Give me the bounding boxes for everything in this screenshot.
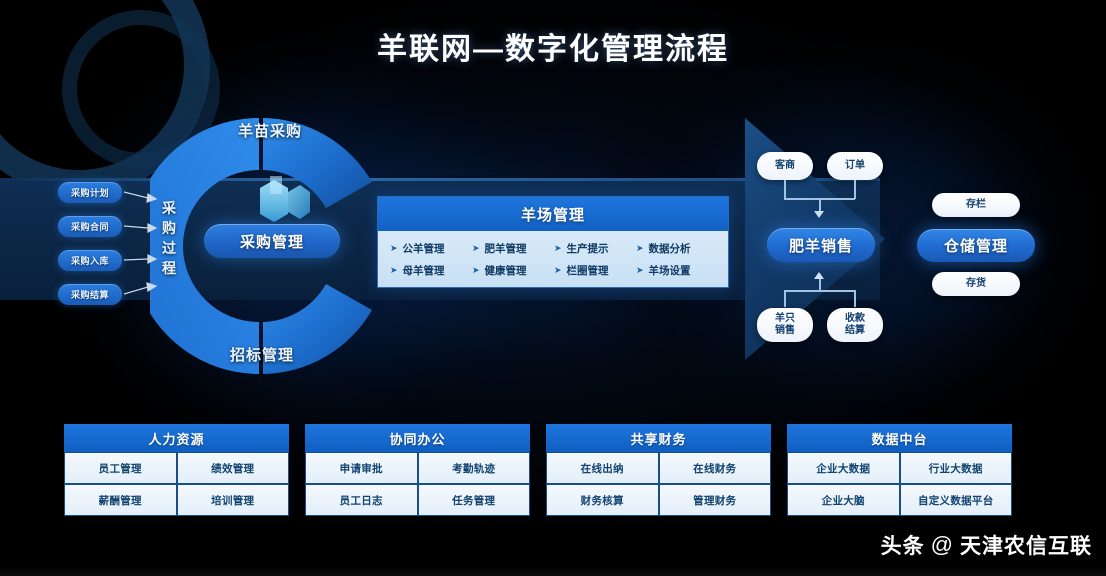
page-title: 羊联网—数字化管理流程 <box>377 33 729 66</box>
farm-item-ewe[interactable]: ➤ 母羊管理 <box>390 259 472 281</box>
table-cell[interactable]: 员工管理 <box>64 452 177 484</box>
procurement-center-card: 采购管理 <box>196 176 356 272</box>
connector-sheep-sales-up <box>784 290 786 307</box>
caret-icon: ➤ <box>472 242 480 253</box>
watermark-platform: 头条 <box>880 535 925 558</box>
warehouse-management-node[interactable]: 仓储管理 <box>917 229 1035 262</box>
farm-panel-header: 羊场管理 <box>378 197 728 231</box>
sales-node-line1: 羊只 <box>775 313 795 324</box>
arc-label-top: 羊苗采购 <box>238 123 303 140</box>
farm-item-production-alert[interactable]: ➤ 生产提示 <box>554 237 636 259</box>
table-cell[interactable]: 薪酬管理 <box>64 484 177 516</box>
table-cell[interactable]: 培训管理 <box>176 484 289 516</box>
band-highlight <box>0 178 880 181</box>
table-header: 数据中台 <box>787 424 1012 452</box>
sales-node-line2: 结算 <box>845 325 865 336</box>
farm-item-label: 公羊管理 <box>402 242 445 255</box>
bottom-fade <box>0 566 1106 576</box>
fat-sheep-sales-node[interactable]: 肥羊销售 <box>767 228 875 262</box>
farm-item-fat-sheep[interactable]: ➤ 肥羊管理 <box>472 237 554 259</box>
table-body: 员工管理 绩效管理 薪酬管理 培训管理 <box>64 452 289 516</box>
table-cell[interactable]: 行业大数据 <box>899 452 1012 484</box>
farm-item-pen[interactable]: ➤ 栏圈管理 <box>554 259 636 281</box>
table-header: 人力资源 <box>64 424 289 452</box>
table-cell[interactable]: 任务管理 <box>417 484 530 516</box>
arc-label-left: 采购过程 <box>162 200 176 276</box>
table-cell[interactable]: 自定义数据平台 <box>899 484 1012 516</box>
caret-icon: ➤ <box>636 264 644 275</box>
farm-item-label: 数据分析 <box>648 242 691 255</box>
chip-procurement-inbound[interactable]: 采购入库 <box>58 250 122 271</box>
module-tables: 人力资源 员工管理 绩效管理 薪酬管理 培训管理 协同办公 申请审批 考勤轨迹 … <box>64 424 1012 516</box>
chip-arrow-group-icon <box>123 191 158 295</box>
farm-item-label: 肥羊管理 <box>484 242 527 255</box>
table-cell[interactable]: 考勤轨迹 <box>417 452 530 484</box>
connector-bottom-stem <box>819 279 821 291</box>
sales-node-sheep-sales[interactable]: 羊只 销售 <box>757 308 813 342</box>
table-body: 申请审批 考勤轨迹 员工日志 任务管理 <box>305 452 530 516</box>
caret-icon: ➤ <box>390 264 398 275</box>
connector-order-down <box>854 180 856 199</box>
connector-top-stem <box>819 198 821 212</box>
table-hr: 人力资源 员工管理 绩效管理 薪酬管理 培训管理 <box>64 424 289 516</box>
watermark: 头条 @ 天津农信互联 <box>881 530 1092 560</box>
connector-bottom-horizontal <box>784 290 855 292</box>
arrow-down-icon <box>814 211 824 218</box>
caret-icon: ➤ <box>636 242 644 253</box>
arc-label-bottom: 招标管理 <box>230 347 295 364</box>
farm-item-ram[interactable]: ➤ 公羊管理 <box>390 237 472 259</box>
procurement-circle: 羊苗采购 采购过程 招标管理 <box>150 112 376 380</box>
farm-item-data-analysis[interactable]: ➤ 数据分析 <box>636 237 718 259</box>
procurement-arc-icon <box>150 118 372 374</box>
cube-crystal-icon <box>260 176 310 222</box>
table-header: 协同办公 <box>305 424 530 452</box>
table-body: 企业大数据 行业大数据 企业大脑 自定义数据平台 <box>787 452 1012 516</box>
table-collaborative-office: 协同办公 申请审批 考勤轨迹 员工日志 任务管理 <box>305 424 530 516</box>
table-cell[interactable]: 企业大数据 <box>787 452 900 484</box>
table-header: 共享财务 <box>546 424 771 452</box>
table-cell[interactable]: 在线出纳 <box>546 452 659 484</box>
table-cell[interactable]: 在线财务 <box>658 452 771 484</box>
procurement-center-label[interactable]: 采购管理 <box>204 224 340 258</box>
arrow-up-icon <box>814 272 824 279</box>
table-cell[interactable]: 企业大脑 <box>787 484 900 516</box>
sales-node-line1: 收款 <box>845 313 865 324</box>
chip-procurement-contract[interactable]: 采购合同 <box>58 216 122 237</box>
chip-procurement-plan[interactable]: 采购计划 <box>58 182 122 203</box>
storage-node-inventory[interactable]: 存货 <box>932 272 1020 296</box>
sales-node-line2: 销售 <box>775 325 795 336</box>
table-data-platform: 数据中台 企业大数据 行业大数据 企业大脑 自定义数据平台 <box>787 424 1012 516</box>
farm-management-panel: 羊场管理 ➤ 公羊管理 ➤ 肥羊管理 ➤ 生产提示 ➤ 数据分析 ➤ 母羊管理 ➤ 健康管理… <box>377 196 729 288</box>
sales-node-customer[interactable]: 客商 <box>757 152 813 180</box>
watermark-at-icon: @ <box>930 532 954 557</box>
connector-payment-up <box>854 290 856 307</box>
table-shared-finance: 共享财务 在线出纳 在线财务 财务核算 管理财务 <box>546 424 771 516</box>
table-cell[interactable]: 财务核算 <box>546 484 659 516</box>
caret-icon: ➤ <box>554 264 562 275</box>
sales-node-order[interactable]: 订单 <box>827 152 883 180</box>
farm-item-health[interactable]: ➤ 健康管理 <box>472 259 554 281</box>
farm-item-label: 栏圈管理 <box>566 264 609 277</box>
table-cell[interactable]: 管理财务 <box>658 484 771 516</box>
storage-node-livestock-count[interactable]: 存栏 <box>932 193 1020 217</box>
caret-icon: ➤ <box>472 264 480 275</box>
farm-item-label: 羊场设置 <box>648 264 691 277</box>
sales-node-payment-settlement[interactable]: 收款 结算 <box>827 308 883 342</box>
table-body: 在线出纳 在线财务 财务核算 管理财务 <box>546 452 771 516</box>
table-cell[interactable]: 申请审批 <box>305 452 418 484</box>
procurement-chip-list: 采购计划 采购合同 采购入库 采购结算 <box>58 182 122 318</box>
table-cell[interactable]: 绩效管理 <box>176 452 289 484</box>
watermark-account: 天津农信互联 <box>960 535 1092 558</box>
farm-item-label: 健康管理 <box>484 264 527 277</box>
farm-item-label: 母羊管理 <box>402 264 445 277</box>
connector-customer-down <box>784 180 786 199</box>
caret-icon: ➤ <box>390 242 398 253</box>
table-cell[interactable]: 员工日志 <box>305 484 418 516</box>
farm-item-label: 生产提示 <box>566 242 609 255</box>
chip-procurement-settlement[interactable]: 采购结算 <box>58 284 122 305</box>
farm-item-settings[interactable]: ➤ 羊场设置 <box>636 259 718 281</box>
caret-icon: ➤ <box>554 242 562 253</box>
farm-panel-grid: ➤ 公羊管理 ➤ 肥羊管理 ➤ 生产提示 ➤ 数据分析 ➤ 母羊管理 ➤ 健康管理 ➤ 栏圈管… <box>378 231 728 287</box>
